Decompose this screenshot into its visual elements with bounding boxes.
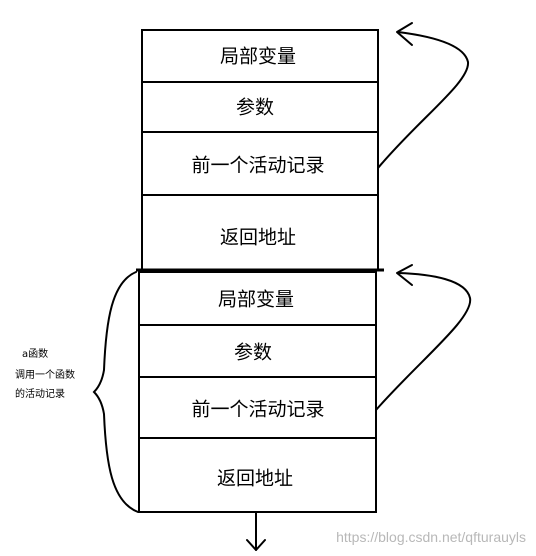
upper-cell-prev-record: 前一个活动记录	[191, 155, 324, 177]
upper-link-arrowhead	[396, 22, 413, 46]
lower-cell-return-address: 返回地址	[217, 468, 293, 490]
lower-cell-params: 参数	[234, 342, 272, 364]
annotation-line-2: 调用一个函数	[15, 368, 75, 381]
lower-link-curve	[375, 272, 472, 411]
down-arrow	[246, 511, 266, 551]
lower-cell-prev-record: 前一个活动记录	[191, 399, 324, 421]
watermark-text: https://blog.csdn.net/qfturauyls	[336, 529, 526, 545]
upper-cell-return-address: 返回地址	[220, 227, 296, 249]
upper-cell-params: 参数	[236, 97, 274, 119]
annotation-line-3: 的活动记录	[15, 387, 65, 400]
annotation-line-1: a函数	[22, 347, 48, 360]
lower-link-arrowhead	[396, 264, 413, 286]
lower-link-arrow	[375, 264, 472, 411]
lower-frame-border	[138, 271, 377, 513]
lower-frame	[138, 271, 377, 513]
left-brace	[92, 271, 139, 513]
lower-cell-locals: 局部变量	[218, 289, 294, 311]
upper-link-curve	[377, 31, 470, 169]
down-arrow-head	[246, 539, 266, 551]
upper-link-arrow	[377, 22, 470, 169]
upper-cell-locals: 局部变量	[220, 46, 296, 68]
